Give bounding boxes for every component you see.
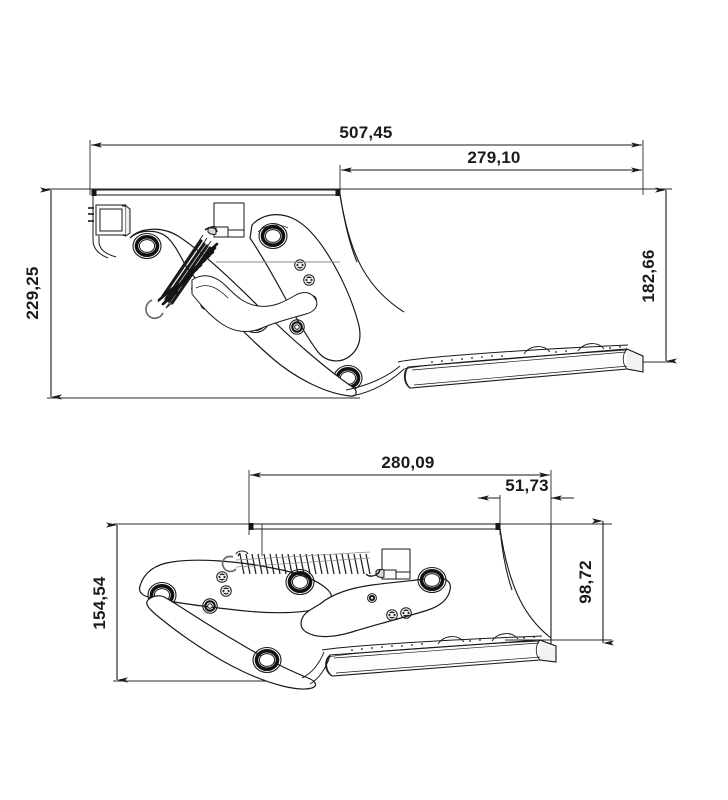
lower-tension-spring	[221, 550, 381, 577]
dimension-label-98-72: 98,72	[576, 560, 595, 604]
lower-link-arm	[146, 595, 317, 690]
dimension-507-45: 507,45	[91, 123, 642, 148]
tension-spring	[145, 226, 219, 319]
upper-view-extended-position: 507,45 279,10 229,25 182,66	[23, 123, 677, 400]
lower-footrest-top-plate	[321, 633, 543, 658]
dimension-label-280-09: 280,09	[381, 453, 434, 472]
lower-top-rail	[248, 523, 501, 530]
dimension-279-10: 279,10	[341, 148, 642, 173]
dimension-229-25: 229,25	[23, 187, 62, 400]
dimension-label-279-10: 279,10	[467, 148, 520, 167]
dimension-label-154-54: 154,54	[90, 576, 109, 630]
lower-stop-block	[375, 548, 411, 580]
upper-frame-rail	[339, 193, 405, 313]
dimension-98-72: 98,72	[576, 518, 614, 646]
dimension-label-507-45: 507,45	[339, 123, 392, 142]
mounting-bracket	[88, 196, 131, 259]
lower-right-link-arm	[300, 565, 451, 638]
footrest-top-plate	[397, 343, 629, 370]
lower-footrest-tube	[325, 639, 557, 677]
dimension-51-73: 51,73	[478, 476, 574, 501]
upper-link-arm	[249, 214, 364, 393]
mid-cam-link	[191, 275, 318, 332]
lower-bottom-arm	[301, 651, 331, 685]
dimension-label-182-66: 182,66	[639, 249, 658, 302]
dimension-182-66: 182,66	[639, 187, 677, 364]
footrest-tube	[403, 348, 644, 389]
dimension-280-09: 280,09	[250, 453, 550, 478]
dimension-154-54: 154,54	[90, 522, 128, 683]
upper-extension-lines	[47, 140, 672, 399]
lower-view-retracted-position: 280,09 51,73 154,54 98,72	[90, 453, 614, 690]
dimension-label-51-73: 51,73	[505, 476, 549, 495]
upper-top-rail	[91, 189, 341, 196]
lower-frame-rail	[499, 524, 552, 650]
dimension-label-229-25: 229,25	[23, 266, 42, 319]
stop-block	[207, 202, 245, 238]
upper-bottom-arm	[345, 365, 405, 397]
